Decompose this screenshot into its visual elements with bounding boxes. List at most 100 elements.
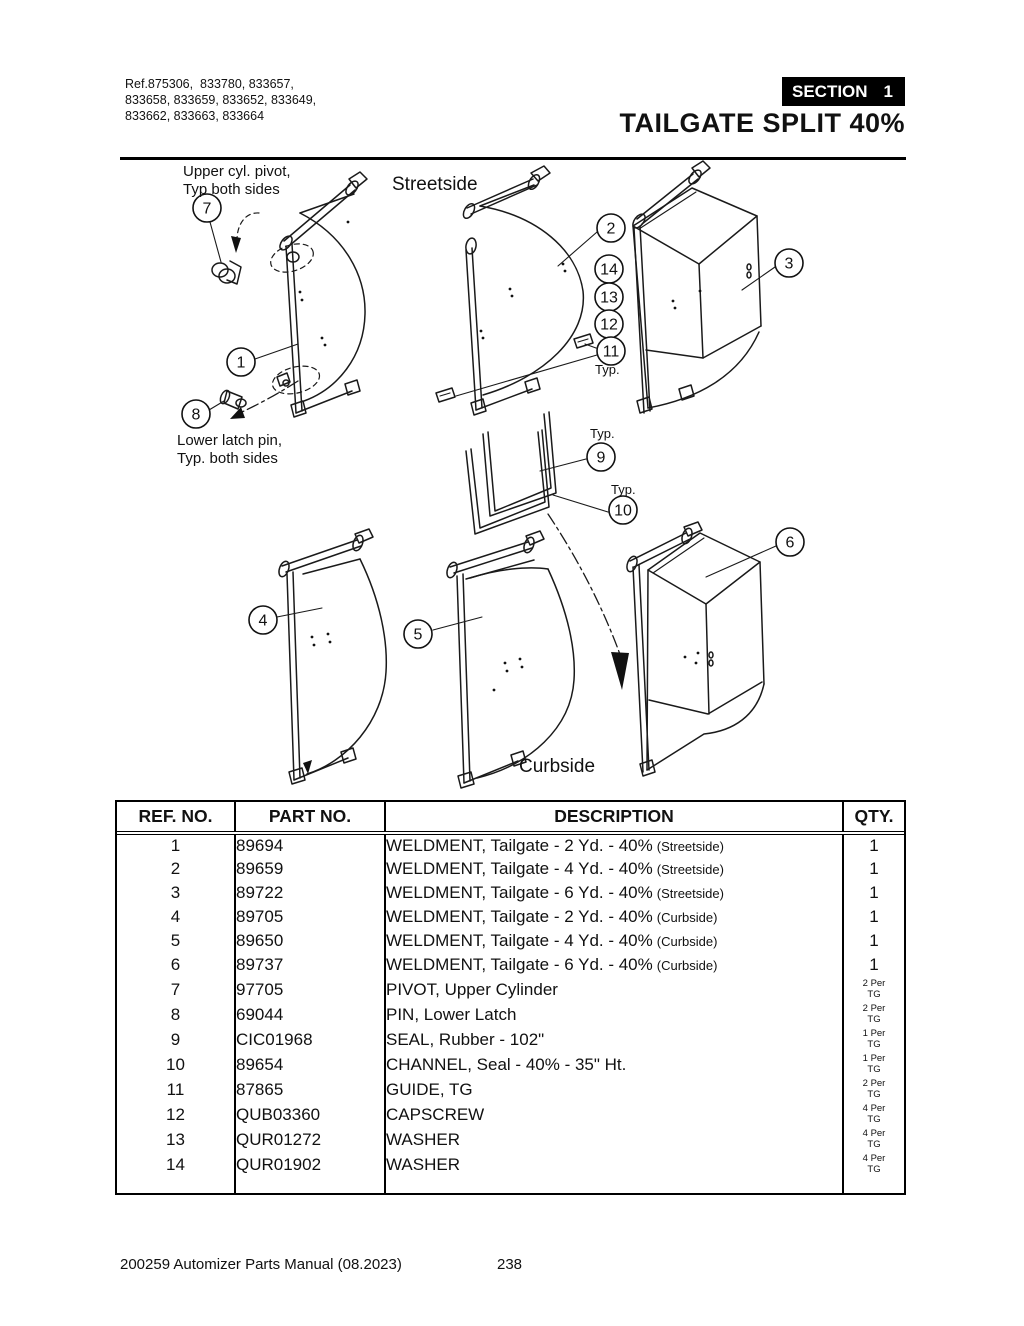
- svg-text:6: 6: [786, 535, 795, 552]
- parts-table: REF. NO. PART NO. DESCRIPTION QTY. 1 896…: [117, 802, 904, 1193]
- svg-text:14: 14: [600, 262, 618, 279]
- cell-ref: 11: [117, 1077, 236, 1102]
- desc-text: WELDMENT, Tailgate - 4 Yd. - 40%: [386, 859, 653, 878]
- callout-3: 3: [774, 248, 804, 278]
- svg-text:1: 1: [237, 355, 246, 372]
- cell-part: 89654: [235, 1052, 386, 1077]
- cell-desc: PIVOT, Upper Cylinder: [385, 977, 844, 1002]
- lower-latch-note-line1: Lower latch pin,: [177, 432, 282, 449]
- section-badge: SECTION 1: [782, 77, 905, 106]
- table-header-row: REF. NO. PART NO. DESCRIPTION QTY.: [117, 802, 904, 835]
- svg-text:8: 8: [192, 407, 201, 424]
- table-spacer-row: [117, 1177, 904, 1193]
- desc-text: CHANNEL, Seal - 40% - 35" Ht.: [386, 1054, 627, 1074]
- col-header-qty: QTY.: [843, 802, 904, 835]
- callout-7: 7: [192, 193, 222, 223]
- cell-qty: 1: [869, 836, 879, 855]
- table-row: 5 89650 WELDMENT, Tailgate - 4 Yd. - 40%…: [117, 929, 904, 953]
- svg-text:9: 9: [597, 450, 606, 467]
- qty-unit: TG: [867, 1113, 881, 1125]
- callout-1: 1: [226, 347, 256, 377]
- cell-desc: PIN, Lower Latch: [385, 1002, 844, 1027]
- leader-lines: [208, 221, 777, 631]
- qty-unit: TG: [867, 1163, 881, 1175]
- cell-ref: 8: [117, 1002, 236, 1027]
- callout-2: 2: [596, 213, 626, 243]
- col-header-ref-no: REF. NO.: [117, 802, 236, 835]
- table-row: 3 89722 WELDMENT, Tailgate - 6 Yd. - 40%…: [117, 881, 904, 905]
- desc-note: (Curbside): [656, 934, 718, 949]
- desc-text: GUIDE, TG: [386, 1079, 473, 1099]
- cell-part: 89705: [235, 905, 386, 929]
- cell-desc: WASHER: [385, 1127, 844, 1152]
- cell-desc: GUIDE, TG: [385, 1077, 844, 1102]
- spacer-cell: [385, 1177, 844, 1193]
- parts-diagram: 7 1 8 2 14 13 12 11 3 9 10 4 5 6 Upper c…: [177, 160, 805, 789]
- seal-channel-parts-drawing: [465, 411, 629, 690]
- cell-part: QUR01902: [235, 1152, 386, 1177]
- cell-desc: WELDMENT, Tailgate - 4 Yd. - 40%(Streets…: [385, 857, 844, 881]
- table-row: 10 89654 CHANNEL, Seal - 40% - 35" Ht. 1…: [117, 1052, 904, 1077]
- lower-latch-note-line2: Typ. both sides: [177, 450, 278, 467]
- svg-text:7: 7: [203, 201, 212, 218]
- cell-desc: WELDMENT, Tailgate - 4 Yd. - 40%(Curbsid…: [385, 929, 844, 953]
- desc-text: WELDMENT, Tailgate - 6 Yd. - 40%: [386, 955, 653, 974]
- svg-text:12: 12: [600, 317, 618, 334]
- cell-qty: 1: [869, 955, 879, 974]
- table-row: 6 89737 WELDMENT, Tailgate - 6 Yd. - 40%…: [117, 953, 904, 977]
- cell-ref: 2: [117, 857, 236, 881]
- desc-note: (Streetside): [656, 886, 724, 901]
- cell-ref: 14: [117, 1152, 236, 1177]
- qty-unit: TG: [867, 1138, 881, 1150]
- spacer-cell: [843, 1177, 904, 1193]
- parts-table-container: REF. NO. PART NO. DESCRIPTION QTY. 1 896…: [115, 800, 906, 1195]
- desc-note: (Streetside): [656, 862, 724, 877]
- cell-desc: CAPSCREW: [385, 1102, 844, 1127]
- typ-label-10: Typ.: [611, 482, 636, 497]
- svg-text:5: 5: [414, 627, 423, 644]
- tailgate-6yd-curbside-drawing: [626, 521, 765, 777]
- desc-text: PIVOT, Upper Cylinder: [386, 979, 558, 999]
- qty-count: 4 Per: [862, 1128, 886, 1139]
- cell-ref: 4: [117, 905, 236, 929]
- cell-ref: 5: [117, 929, 236, 953]
- svg-text:11: 11: [603, 344, 620, 361]
- spacer-cell: [235, 1177, 386, 1193]
- desc-text: WASHER: [386, 1154, 460, 1174]
- streetside-label: Streetside: [392, 174, 478, 195]
- qty-count: 4 Per: [862, 1103, 886, 1114]
- cell-ref: 12: [117, 1102, 236, 1127]
- cell-ref: 7: [117, 977, 236, 1002]
- spacer-cell: [117, 1177, 236, 1193]
- qty-count: 2 Per: [862, 978, 886, 989]
- cell-part: CIC01968: [235, 1027, 386, 1052]
- tailgate-2yd-streetside-drawing: [270, 171, 368, 418]
- section-label: SECTION: [792, 81, 868, 101]
- footer-page-number: 238: [497, 1256, 523, 1273]
- col-header-part-no: PART NO.: [235, 802, 386, 835]
- lower-latch-pin-part: [219, 380, 299, 419]
- cell-part: QUB03360: [235, 1102, 386, 1127]
- upper-pivot-note-line1: Upper cyl. pivot,: [183, 163, 291, 180]
- ref-line: Ref.875306, 833780, 833657,: [125, 77, 294, 91]
- cell-desc: WELDMENT, Tailgate - 2 Yd. - 40%(Streets…: [385, 833, 844, 857]
- qty-unit: TG: [867, 988, 881, 1000]
- cell-desc: CHANNEL, Seal - 40% - 35" Ht.: [385, 1052, 844, 1077]
- table-row: 2 89659 WELDMENT, Tailgate - 4 Yd. - 40%…: [117, 857, 904, 881]
- cell-desc: WASHER: [385, 1152, 844, 1177]
- cell-ref: 10: [117, 1052, 236, 1077]
- svg-text:13: 13: [600, 290, 618, 307]
- cell-qty: 1: [869, 883, 879, 902]
- cell-desc: WELDMENT, Tailgate - 6 Yd. - 40%(Streets…: [385, 881, 844, 905]
